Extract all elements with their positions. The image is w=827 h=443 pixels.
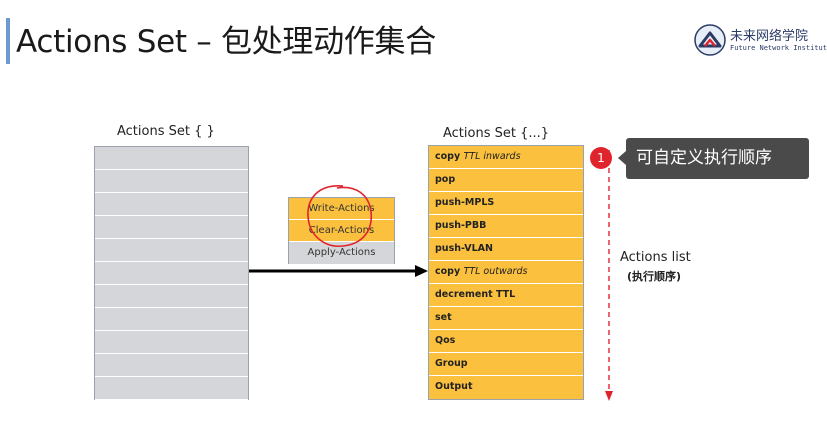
logo-name-cn: 未来网络学院 [730, 29, 809, 44]
empty-row [95, 308, 248, 331]
title-accent-bar [6, 18, 10, 64]
action-name: pop [435, 174, 456, 185]
action-row: copy TTL inwards [429, 146, 583, 169]
write-actions-item: Write-Actions [289, 198, 394, 220]
action-name: copy [435, 266, 464, 277]
action-row: pop [429, 169, 583, 192]
action-name: push-MPLS [435, 197, 495, 208]
actions-list-label: Actions list [620, 250, 691, 265]
empty-row [95, 239, 248, 262]
empty-row [95, 262, 248, 285]
action-row: Qos [429, 330, 583, 353]
hand-drawn-circle-annotation [307, 185, 372, 247]
right-table-label: Actions Set {...} [443, 126, 550, 141]
action-name: decrement TTL [435, 289, 516, 300]
annotation-tooltip: 1 可自定义执行顺序 [590, 138, 810, 180]
execution-order-arrow [605, 150, 613, 401]
empty-row [95, 285, 248, 308]
action-row: Output [429, 376, 583, 399]
apply-actions-item: Apply-Actions [289, 242, 394, 264]
actions-list-sub: (执行顺序) [627, 270, 682, 283]
action-row: set [429, 307, 583, 330]
action-qualifier: TTL inwards [463, 151, 521, 162]
right-arrow [249, 265, 428, 277]
empty-actions-set-table [94, 146, 249, 400]
empty-row [95, 331, 248, 354]
logo-name-en: Future Network Institute [730, 44, 827, 52]
action-name: Qos [435, 335, 456, 346]
action-name: push-PBB [435, 220, 487, 231]
empty-row [95, 147, 248, 170]
action-name: set [435, 312, 452, 323]
action-row: decrement TTL [429, 284, 583, 307]
institute-logo: 未来网络学院 Future Network Institute [694, 24, 827, 58]
tooltip-pointer [618, 151, 626, 165]
empty-row [95, 216, 248, 239]
tooltip-text: 可自定义执行顺序 [626, 138, 809, 179]
slide-title: Actions Set – 包处理动作集合 [16, 24, 436, 60]
empty-row [95, 170, 248, 193]
action-row: Group [429, 353, 583, 376]
mountain-arrow-icon [694, 24, 726, 56]
action-qualifier: TTL outwards [463, 266, 528, 277]
action-name: copy [435, 151, 464, 162]
empty-row [95, 193, 248, 216]
action-name: push-VLAN [435, 243, 493, 254]
action-row: push-MPLS [429, 192, 583, 215]
annotation-badge: 1 [590, 147, 612, 169]
empty-row [95, 354, 248, 377]
action-name: Output [435, 381, 473, 392]
instruction-box: Write-Actions Clear-Actions Apply-Action… [288, 197, 395, 264]
action-name: Group [435, 358, 468, 369]
action-row: copy TTL outwards [429, 261, 583, 284]
left-table-label: Actions Set { } [117, 124, 215, 139]
empty-row [95, 377, 248, 400]
action-row: push-PBB [429, 215, 583, 238]
actions-set-table: copy TTL inwards pop push-MPLS push-PBB push… [428, 145, 584, 400]
action-row: push-VLAN [429, 238, 583, 261]
